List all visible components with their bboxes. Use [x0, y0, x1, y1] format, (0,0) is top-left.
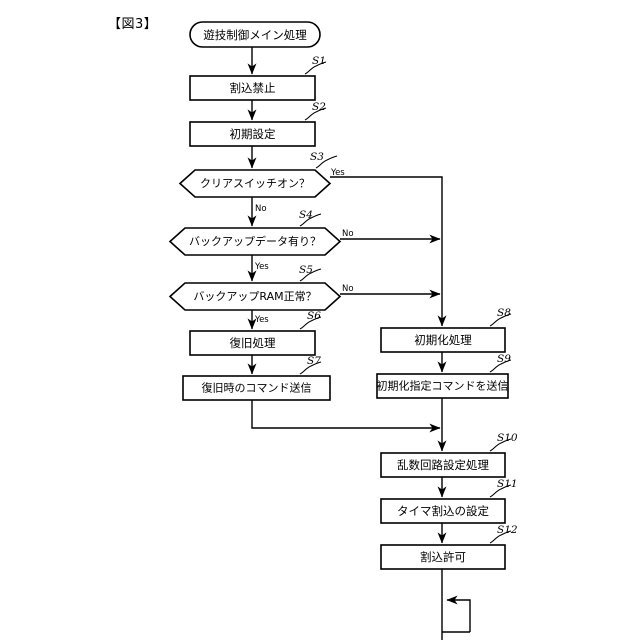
s4-label: バックアップデータ有り？ — [189, 234, 321, 248]
s3-no-label: No — [255, 204, 267, 214]
s3-decision-shape — [178, 169, 332, 198]
edge-s7-to-merge — [251, 400, 441, 433]
node-start: 遊技制御メイン処理 — [189, 21, 321, 48]
s7-label: 復旧時のコマンド送信 — [202, 381, 312, 395]
node-s8: 初期化処理 — [380, 327, 506, 353]
node-s5: バックアップRAM正常？ — [168, 282, 342, 311]
s1-label: 割込禁止 — [230, 81, 276, 95]
s7-step-leader — [299, 361, 322, 375]
s1-step-leader — [304, 61, 327, 75]
s11-label: タイマ割込の設定 — [397, 504, 489, 518]
figure-number-label: 【図3】 — [108, 17, 158, 32]
s2-step-label: S2 — [312, 101, 326, 113]
s10-process-shape — [380, 452, 506, 478]
s4-decision-shape — [168, 227, 342, 256]
node-s2: 初期設定 — [189, 121, 316, 147]
s11-step-leader — [489, 484, 512, 498]
s4-no-label: No — [342, 229, 354, 239]
s2-process-shape — [189, 121, 316, 147]
s5-step-leader — [299, 268, 322, 282]
s7-process-shape — [182, 375, 331, 401]
s9-step-leader — [489, 359, 512, 373]
s4-step-leader — [299, 213, 322, 227]
edge-s3-yes — [330, 176, 447, 327]
s11-process-shape — [380, 498, 506, 524]
s5-step-label: S5 — [299, 264, 313, 276]
s6-step-leader — [299, 316, 322, 330]
node-s10: 乱数回路設定処理 — [380, 452, 506, 478]
s8-step-label: S8 — [497, 307, 511, 319]
s8-label: 初期化処理 — [414, 333, 472, 347]
node-s11: タイマ割込の設定 — [380, 498, 506, 524]
node-s3: クリアスイッチオン？ — [178, 169, 332, 198]
s10-step-leader — [489, 438, 512, 452]
s5-label: バックアップRAM正常？ — [193, 290, 316, 303]
s4-yes-label: Yes — [254, 262, 269, 272]
s8-process-shape — [380, 327, 506, 353]
s5-decision-shape — [168, 282, 342, 311]
s7-step-label: S7 — [307, 355, 321, 367]
s6-step-label: S6 — [307, 310, 321, 322]
s12-label: 割込許可 — [420, 550, 466, 564]
s8-step-leader — [489, 313, 512, 327]
s10-label: 乱数回路設定処理 — [397, 458, 489, 472]
node-s4: バックアップデータ有り？ — [168, 227, 342, 256]
s6-process-shape — [189, 330, 316, 356]
s3-yes-label: Yes — [330, 168, 345, 178]
s12-process-shape — [380, 544, 506, 570]
s5-no-label: No — [342, 284, 354, 294]
s3-label: クリアスイッチオン？ — [200, 177, 310, 190]
s10-step-label: S10 — [497, 432, 518, 444]
s2-step-leader — [304, 107, 327, 121]
s5-yes-label: Yes — [254, 315, 269, 325]
node-s12: 割込許可 — [380, 544, 506, 570]
node-s7: 復旧時のコマンド送信 — [182, 375, 331, 401]
node-s9: 初期化指定コマンドを送信 — [376, 373, 509, 399]
s9-label: 初期化指定コマンドを送信 — [377, 379, 509, 393]
start-terminal-shape — [189, 21, 321, 48]
s11-step-label: S11 — [497, 478, 518, 490]
s4-step-label: S4 — [299, 209, 313, 221]
s3-step-label: S3 — [310, 151, 324, 163]
s9-process-shape — [376, 373, 509, 399]
s12-step-label: S12 — [497, 524, 518, 536]
s6-label: 復旧処理 — [230, 336, 276, 350]
s3-step-leader — [315, 155, 338, 169]
node-s1: 割込禁止 — [189, 75, 316, 101]
edge-loop-back — [446, 595, 471, 632]
s9-step-label: S9 — [497, 353, 511, 365]
s2-label: 初期設定 — [230, 127, 276, 141]
s1-step-label: S1 — [312, 55, 326, 67]
node-s6: 復旧処理 — [189, 330, 316, 356]
start-terminal-label: 遊技制御メイン処理 — [203, 28, 307, 42]
s12-step-leader — [489, 530, 512, 544]
